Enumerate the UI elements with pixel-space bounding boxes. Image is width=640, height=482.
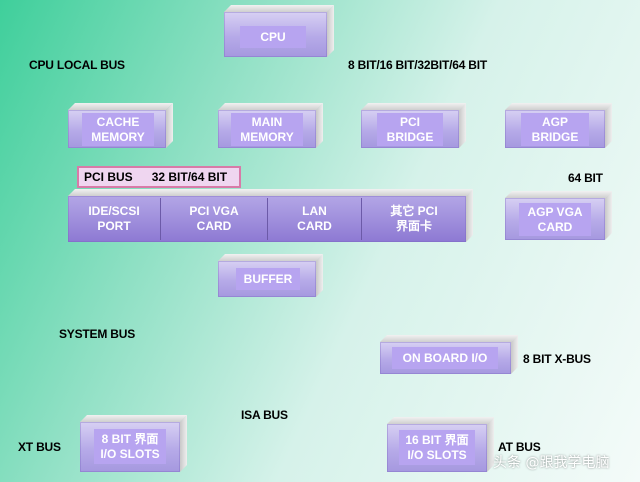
xt-bus-label: XT BUS (18, 440, 61, 454)
system-bus-label: SYSTEM BUS (59, 327, 136, 341)
onboard-io-label: ON BOARD I/O (392, 347, 498, 369)
cpu-local-bus-label: CPU LOCAL BUS (29, 58, 125, 72)
pci-bus-label: PCI BUS 32 BIT/64 BIT (77, 166, 241, 188)
at-bus-label: AT BUS (498, 440, 541, 454)
bit-widths-label: 8 BIT/16 BIT/32BIT/64 BIT (348, 58, 488, 72)
onboard-io-box: ON BOARD I/O (380, 335, 518, 374)
watermark: 头条 @跟我学电脑 (493, 455, 610, 471)
cpu-box: CPU (224, 5, 334, 57)
buffer-label: BUFFER (236, 268, 300, 290)
buffer-box: BUFFER (218, 254, 323, 297)
cpu-label: CPU (240, 26, 306, 48)
isa-bus-label: ISA BUS (241, 408, 288, 422)
xbus-label: 8 BIT X-BUS (523, 352, 591, 366)
pci-bus-width-label: 32 BIT/64 BIT (151, 170, 228, 184)
agp-width-label: 64 BIT (568, 171, 603, 185)
